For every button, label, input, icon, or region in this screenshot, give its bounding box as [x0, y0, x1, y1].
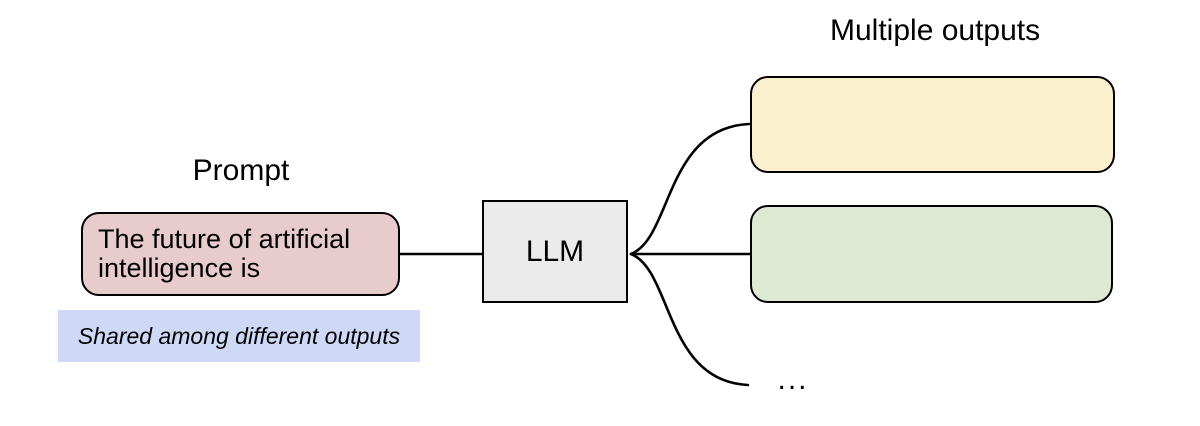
output-box-yellow	[750, 76, 1115, 173]
outputs-heading: Multiple outputs	[830, 14, 1041, 47]
ellipsis-label: ...	[777, 363, 809, 396]
output-box-green	[750, 205, 1113, 303]
shared-note-text: Shared among different outputs	[77, 322, 401, 349]
connector-llm-to-output1	[629, 122, 751, 256]
prompt-box: The future of artificial intelligence is	[81, 212, 400, 296]
shared-note: Shared among different outputs	[58, 310, 420, 362]
connector-llm-to-more	[629, 252, 750, 387]
llm-label: LLM	[525, 234, 585, 268]
prompt-box-text: The future of artificial intelligence is	[98, 224, 351, 283]
prompt-heading: Prompt	[192, 154, 290, 187]
llm-box: LLM	[482, 200, 628, 303]
